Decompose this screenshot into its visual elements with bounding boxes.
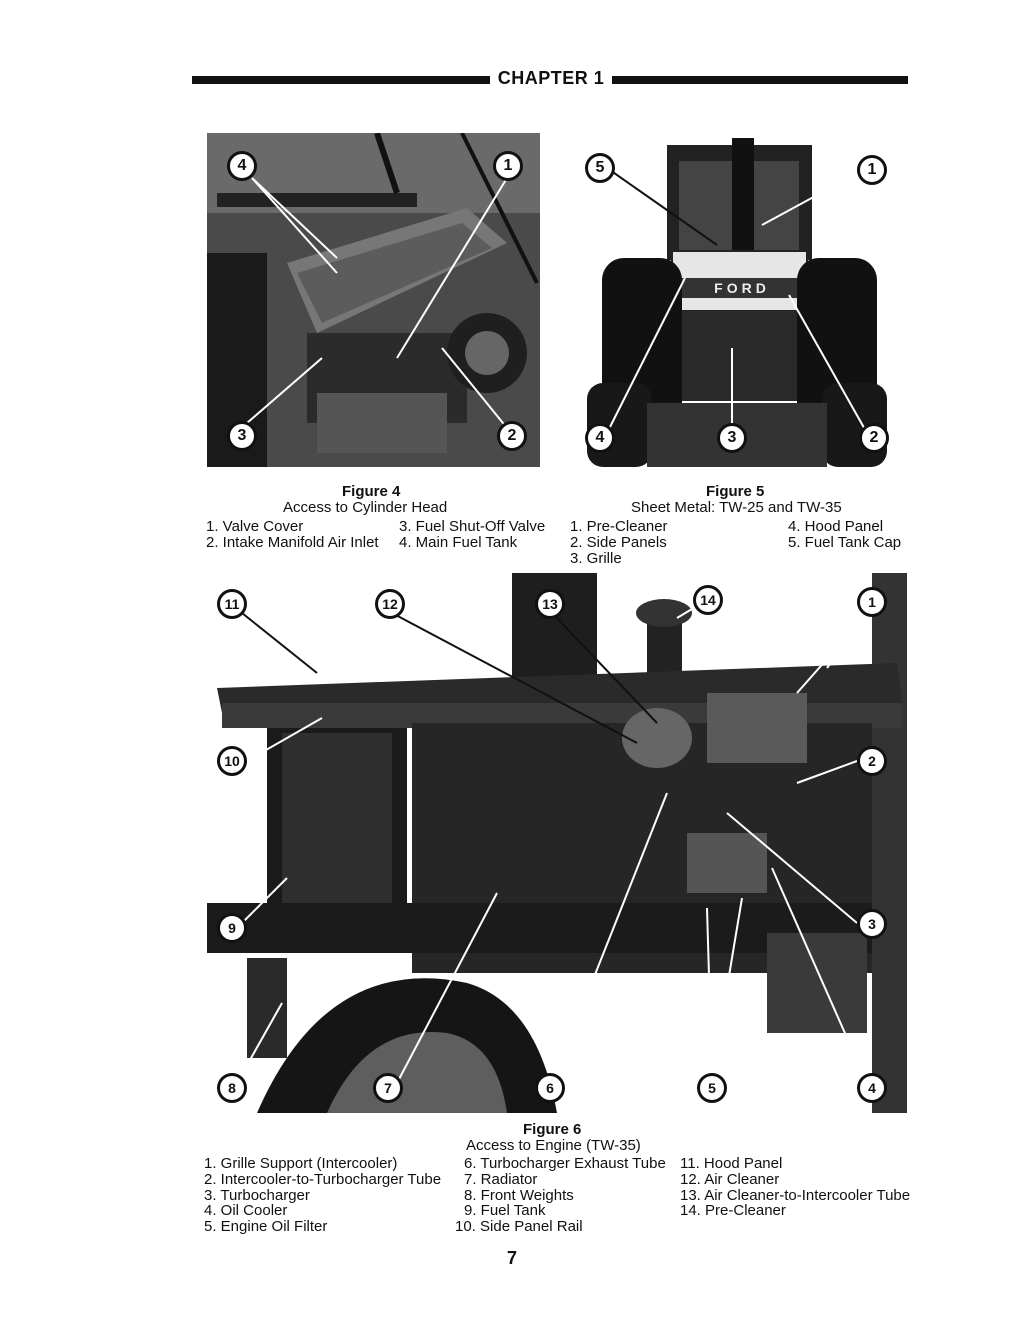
- fig6-callout-7: 7: [373, 1073, 403, 1103]
- fig4-callout-3: 3: [227, 421, 257, 451]
- figure5-item-2: 2. Side Panels: [570, 534, 667, 551]
- figure6-item-9: 9. Fuel Tank: [464, 1202, 546, 1219]
- figure6-item-7: 7. Radiator: [464, 1171, 538, 1188]
- figure6-item-2: 2. Intercooler-to-Turbocharger Tube: [204, 1171, 442, 1188]
- figure4-subtitle: Access to Cylinder Head: [283, 499, 448, 516]
- figure6-photo: 11 12 13 14 1 10 2 9 3 8 7 6 5 4: [207, 573, 907, 1113]
- fig5-callout-5: 5: [585, 153, 615, 183]
- fig6-callout-8: 8: [217, 1073, 247, 1103]
- figure5-subtitle: Sheet Metal: TW-25 and TW-35: [631, 499, 842, 516]
- figure6-item-12: 12. Air Cleaner: [680, 1171, 780, 1188]
- fig5-callout-4: 4: [585, 423, 615, 453]
- fig6-callout-6: 6: [535, 1073, 565, 1103]
- fig6-callout-5: 5: [697, 1073, 727, 1103]
- figure4-item-3: 3. Fuel Shut-Off Valve: [399, 518, 546, 535]
- fig4-callout-4: 4: [227, 151, 257, 181]
- chapter-heading: CHAPTER 1: [497, 68, 605, 88]
- grille-lettering: FORD: [714, 280, 770, 296]
- figure5-item-3: 3. Grille: [570, 550, 622, 567]
- fig4-callout-1: 1: [493, 151, 523, 181]
- figure6-title: Figure 6: [523, 1121, 582, 1138]
- fig6-callout-11: 11: [217, 589, 247, 619]
- fig5-callout-3: 3: [717, 423, 747, 453]
- figure6-item-13: 13. Air Cleaner-to-Intercooler Tube: [680, 1187, 911, 1204]
- header-rule-right: [612, 76, 908, 84]
- figure5-item-5: 5. Fuel Tank Cap: [788, 534, 902, 551]
- figure6-item-11: 11. Hood Panel: [680, 1155, 783, 1172]
- figure5-photo: FORD 5 1 4 3 2: [567, 133, 902, 467]
- fig6-callout-9: 9: [217, 913, 247, 943]
- figure6-item-5: 5. Engine Oil Filter: [204, 1218, 328, 1235]
- fig6-callout-12: 12: [375, 589, 405, 619]
- figure4-item-2: 2. Intake Manifold Air Inlet: [206, 534, 379, 551]
- figure6-item-10: 10. Side Panel Rail: [455, 1218, 583, 1235]
- figure6-illustration: [207, 573, 907, 1113]
- fig6-callout-14: 14: [693, 585, 723, 615]
- figure6-item-3: 3. Turbocharger: [204, 1187, 310, 1204]
- figure4-item-4: 4. Main Fuel Tank: [399, 534, 518, 551]
- figure4-title: Figure 4: [342, 483, 401, 500]
- figure5-item-4: 4. Hood Panel: [788, 518, 884, 535]
- figure4-illustration: [207, 133, 540, 467]
- figure6-subtitle: Access to Engine (TW-35): [466, 1137, 641, 1154]
- fig5-callout-1: 1: [857, 155, 887, 185]
- figure5-title: Figure 5: [706, 483, 765, 500]
- fig6-callout-3: 3: [857, 909, 887, 939]
- page-number: 7: [506, 1248, 517, 1268]
- figure5-illustration: [567, 133, 902, 467]
- figure6-item-1: 1. Grille Support (Intercooler): [204, 1155, 398, 1172]
- figure6-item-8: 8. Front Weights: [464, 1187, 574, 1204]
- fig6-callout-2: 2: [857, 746, 887, 776]
- figure4-item-1: 1. Valve Cover: [206, 518, 304, 535]
- fig4-callout-2: 2: [497, 421, 527, 451]
- header-rule-left: [192, 76, 490, 84]
- fig6-callout-10: 10: [217, 746, 247, 776]
- figure6-item-14: 14. Pre-Cleaner: [680, 1202, 786, 1219]
- fig6-callout-13: 13: [535, 589, 565, 619]
- figure6-item-4: 4. Oil Cooler: [204, 1202, 288, 1219]
- figure6-item-6: 6. Turbocharger Exhaust Tube: [464, 1155, 666, 1172]
- fig5-callout-2: 2: [859, 423, 889, 453]
- figure5-item-1: 1. Pre-Cleaner: [570, 518, 668, 535]
- figure4-photo: 4 1 3 2: [207, 133, 540, 467]
- fig6-callout-4: 4: [857, 1073, 887, 1103]
- fig6-callout-1: 1: [857, 587, 887, 617]
